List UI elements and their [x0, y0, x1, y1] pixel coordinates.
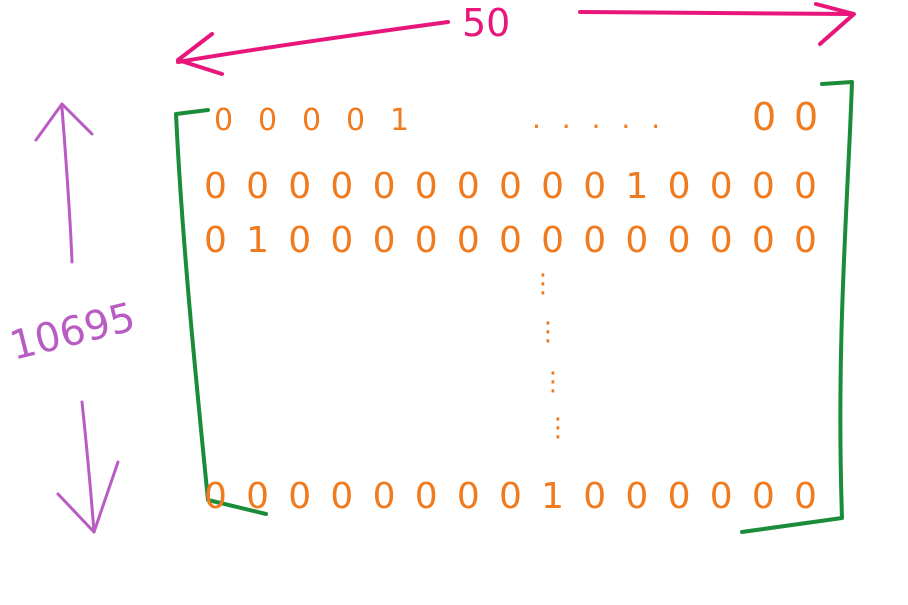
matrix-cell: 0 — [583, 220, 606, 261]
row-ellipsis: . . . . . — [532, 102, 666, 135]
matrix-cell: 0 — [302, 103, 321, 138]
matrix-cell: 0 — [499, 166, 522, 207]
matrix-cell: 0 — [457, 476, 480, 517]
matrix-cell: 0 — [499, 220, 522, 261]
matrix-cell: 0 — [258, 103, 277, 138]
matrix-cell: 0 — [499, 476, 522, 517]
matrix-cell: 0 — [752, 476, 775, 517]
matrix-cell: 0 — [246, 166, 269, 207]
matrix-cell: 0 — [794, 476, 817, 517]
matrix-cell: 0 — [246, 476, 269, 517]
matrix-cell: 1 — [390, 103, 409, 138]
matrix-cell: 0 — [457, 166, 480, 207]
left-bracket — [174, 108, 268, 516]
matrix-cell: 0 — [668, 476, 691, 517]
right-bracket — [740, 80, 854, 534]
matrix-cell: 0 — [710, 220, 733, 261]
matrix-cell: 0 — [330, 166, 353, 207]
matrix-cell: 0 — [457, 220, 480, 261]
height-arrow-up-line — [60, 106, 74, 264]
matrix-cell: 0 — [541, 220, 564, 261]
matrix-brackets — [174, 80, 854, 534]
matrix-cell: 0 — [288, 220, 311, 261]
height-arrow-up-head — [34, 102, 94, 142]
matrix-cell: 0 — [330, 476, 353, 517]
matrix-cell: 0 — [710, 166, 733, 207]
matrix-cell: 0 — [204, 166, 227, 207]
matrix-cell: 0 — [373, 220, 396, 261]
width-arrow-right-head — [814, 2, 856, 46]
vertical-ellipsis: ⋮ — [540, 367, 566, 397]
matrix-cell: 0 — [752, 95, 776, 139]
matrix-cell: 0 — [373, 166, 396, 207]
width-label: 50 — [462, 1, 510, 45]
matrix-cell: 0 — [794, 220, 817, 261]
matrix-cell: 0 — [541, 166, 564, 207]
matrix-cell: 0 — [625, 220, 648, 261]
matrix-cell: 0 — [415, 220, 438, 261]
matrix-cell: 0 — [752, 220, 775, 261]
matrix-cell: 0 — [794, 166, 817, 207]
matrix-cell: 0 — [625, 476, 648, 517]
height-annotation: 10695 — [5, 102, 140, 534]
matrix-cell: 0 — [288, 166, 311, 207]
matrix-cell: 0 — [330, 220, 353, 261]
matrix-cell: 0 — [415, 166, 438, 207]
matrix-cell: 0 — [752, 166, 775, 207]
matrix-cell: 0 — [415, 476, 438, 517]
matrix-cell: 1 — [625, 166, 648, 207]
matrix-cell: 0 — [583, 166, 606, 207]
matrix-cell: 0 — [794, 95, 818, 139]
matrix-cell: 0 — [668, 220, 691, 261]
vertical-ellipsis: ⋮ — [535, 317, 561, 347]
vertical-ellipsis: ⋮ — [530, 269, 556, 299]
matrix-cell: 0 — [346, 103, 365, 138]
vertical-ellipsis: ⋮ — [545, 413, 571, 443]
width-arrow-right-line — [578, 10, 854, 16]
matrix-cell: 0 — [710, 476, 733, 517]
width-arrow-left-head — [176, 32, 224, 76]
matrix-cell: 0 — [373, 476, 396, 517]
matrix-cell: 1 — [541, 476, 564, 517]
matrix-cell: 0 — [204, 220, 227, 261]
matrix-cell: 0 — [583, 476, 606, 517]
matrix-cell: 1 — [246, 220, 269, 261]
height-label: 10695 — [5, 294, 140, 369]
height-arrow-down-line — [80, 400, 96, 534]
matrix-cell: 0 — [288, 476, 311, 517]
matrix-cell: 0 — [668, 166, 691, 207]
width-annotation: 50 — [176, 1, 856, 76]
width-arrow-left-line — [176, 20, 450, 64]
matrix-cell: 0 — [214, 103, 233, 138]
height-arrow-down-head — [56, 460, 120, 534]
matrix-cell: 0 — [204, 476, 227, 517]
